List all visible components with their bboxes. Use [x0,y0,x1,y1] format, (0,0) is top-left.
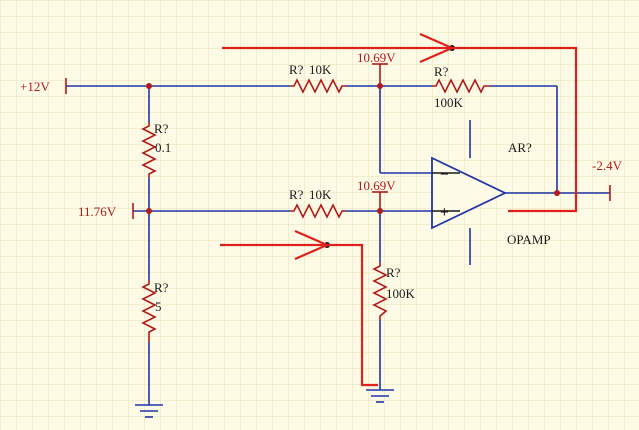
net-pins [65,63,611,219]
r-divider-bottom-ref: R? [154,280,169,295]
r-divider-top-ref: R? [154,121,169,136]
resistor-divider-top [141,122,157,178]
output-label: -2.4V [592,158,623,173]
annotation-current-path-top [222,32,578,213]
r-feedback-value: 100K [434,95,464,110]
opamp-inputs [432,172,460,212]
resistor-divider-bottom [141,280,157,342]
supply-label: +12V [20,79,50,94]
wires [66,85,610,405]
r-feedback-ref: R? [434,64,449,79]
r-ground-ref: R? [386,265,401,280]
opamp-plus-sign: + [440,204,449,221]
r-mid-input-value: 10K [309,187,332,202]
r-ground-value: 100K [386,286,416,301]
resistor-mid-input [290,203,346,219]
resistor-feedback [432,78,490,94]
r-top-input-value: 10K [309,62,332,77]
node-top-voltage: 10.69V [357,50,396,65]
opamp-type: OPAMP [507,232,551,247]
ground-left [135,404,163,418]
r-mid-input-ref: R? [289,187,304,202]
r-top-input-ref: R? [289,62,304,77]
resistor-top-input [290,78,346,94]
annotation-current-path-bottom [220,229,378,387]
divider-node-label: 11.76V [78,204,117,219]
r-divider-bottom-value: 5 [155,299,162,314]
opamp-designator: AR? [508,140,532,155]
node-mid-voltage: 10.69V [357,178,396,193]
resistor-ground [372,262,388,320]
ground-right [366,389,394,403]
opamp-minus-sign: − [440,166,449,183]
r-divider-top-value: 0.1 [155,140,171,155]
